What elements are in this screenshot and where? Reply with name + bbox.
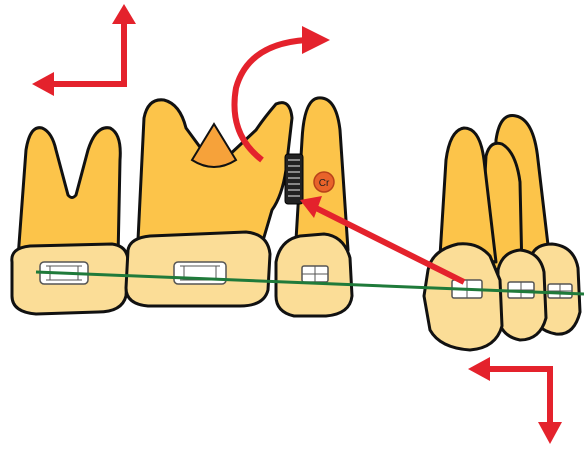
canine-axis-arrow bbox=[468, 357, 562, 444]
coil-spring bbox=[285, 154, 303, 204]
anterior-bracket-back bbox=[548, 284, 572, 298]
first-molar-roots bbox=[138, 100, 292, 244]
first-molar bbox=[126, 100, 292, 306]
premolar-bracket bbox=[302, 266, 328, 282]
center-of-resistance-label: Cr bbox=[319, 178, 330, 189]
molar-axis-arrow bbox=[32, 4, 136, 96]
second-molar-roots bbox=[18, 128, 120, 258]
canine-group bbox=[424, 116, 580, 351]
second-molar bbox=[12, 128, 128, 314]
